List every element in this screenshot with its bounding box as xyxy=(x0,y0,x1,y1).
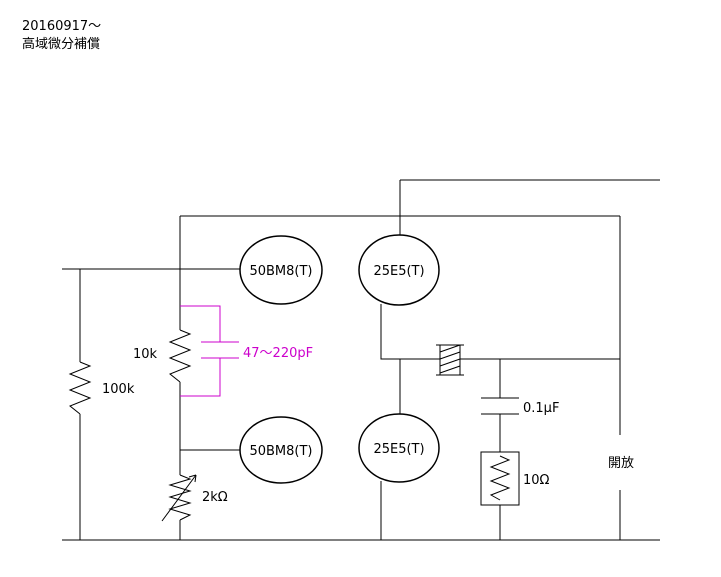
tube-label-25e5-upper: 25E5(T) xyxy=(373,264,424,279)
tube-25e5-lower xyxy=(358,413,440,483)
tube-label-50bm8-lower: 50BM8(T) xyxy=(249,444,312,459)
header-title: 高域微分補償 xyxy=(22,37,101,52)
tube-label-50bm8-upper: 50BM8(T) xyxy=(249,264,312,279)
resistor-10ohm-icon xyxy=(480,451,520,506)
resistor-10ohm-label: 10Ω xyxy=(523,473,550,488)
variable-resistor-icon xyxy=(161,474,197,522)
header-date: 20160917～ xyxy=(22,19,102,34)
piezo-element-icon xyxy=(436,344,464,376)
resistor-100k-label: 100k xyxy=(102,382,135,397)
resistor-10k-icon xyxy=(168,329,192,383)
capacitor-47-220pf-icon xyxy=(180,305,239,397)
capacitor-0-1uf-icon xyxy=(481,397,519,415)
open-label: 開放 xyxy=(608,456,634,471)
tube-25e5-upper xyxy=(358,234,440,306)
wires xyxy=(62,179,660,541)
capacitor-47-220pf-label: 47～220pF xyxy=(243,346,313,361)
tube-50bm8-lower xyxy=(239,416,323,484)
tube-label-25e5-lower: 25E5(T) xyxy=(373,442,424,457)
variable-resistor-label: 2kΩ xyxy=(202,490,228,505)
resistor-100k-icon xyxy=(68,361,92,415)
tube-50bm8-upper xyxy=(239,235,323,305)
capacitor-0-1uf-label: 0.1μF xyxy=(523,401,559,416)
resistor-10k-label: 10k xyxy=(133,347,158,362)
